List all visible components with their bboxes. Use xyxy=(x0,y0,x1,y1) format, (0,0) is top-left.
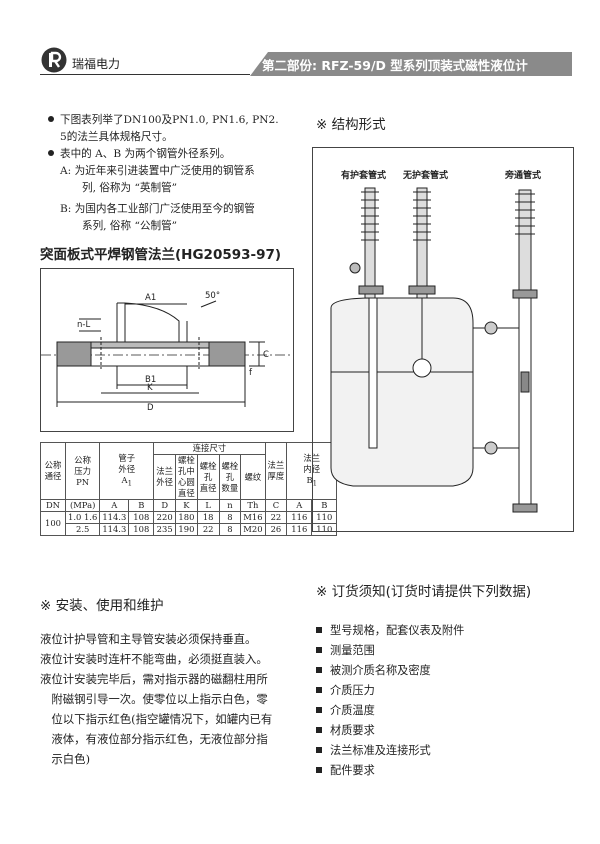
header-bar-notch xyxy=(250,52,268,76)
order-item: 测量范围 xyxy=(316,643,375,659)
series-a-line-2: 列, 俗称为 “英制管” xyxy=(82,182,178,194)
header-rule xyxy=(40,74,280,75)
header-title-bar xyxy=(250,52,572,76)
intro-bullet-1-cont: 5的法兰具体规格尺寸。 xyxy=(60,131,173,143)
order-item: 法兰标准及连接形式 xyxy=(316,743,431,759)
square-bullet-icon xyxy=(316,627,322,633)
order-section-title: ※ 订货须知(订货时请提供下列数据) xyxy=(316,584,532,600)
install-line-3: 液位计安装完毕后，需对指示器的磁翻柱用所 xyxy=(40,672,268,686)
order-item: 被测介质名称及密度 xyxy=(316,663,431,679)
page-title: 第二部份: RFZ-59/D 型系列顶装式磁性液位计 xyxy=(262,58,528,73)
install-section-title: ※ 安装、使用和维护 xyxy=(40,598,164,614)
series-a-line-1: A: 为近年来引进装置中广泛使用的钢管系 xyxy=(60,165,255,177)
dim-nl: n-L xyxy=(77,320,90,330)
order-item: 材质要求 xyxy=(316,723,375,739)
order-item: 介质温度 xyxy=(316,703,375,719)
square-bullet-icon xyxy=(316,687,322,693)
table-row: 100 1.0 1.6 114.3 108 220 180 18 8 M16 2… xyxy=(40,511,338,536)
square-bullet-icon xyxy=(316,707,322,713)
series-b-line-2: 系列, 俗称 “公制管” xyxy=(82,220,178,232)
square-bullet-icon xyxy=(316,767,322,773)
structure-section-title: ※ 结构形式 xyxy=(316,117,386,133)
install-line-4: 附磁钢引导一次。使零位以上指示白色，零 xyxy=(40,692,268,706)
install-line-5: 位以下指示红色(指空罐情况下，如罐内已有 xyxy=(40,712,273,726)
dim-c: C xyxy=(263,350,269,360)
dim-d: D xyxy=(147,403,154,413)
dim-angle: 50° xyxy=(205,291,220,301)
install-line-2: 液位计安装时连杆不能弯曲，必须挺直装入。 xyxy=(40,652,268,666)
table-row: 2.5 114.3 108 235 190 22 8 M20 26 116 11… xyxy=(41,523,338,536)
square-bullet-icon xyxy=(316,647,322,653)
square-bullet-icon xyxy=(316,667,322,673)
order-item: 介质压力 xyxy=(316,683,375,699)
dim-a1: A1 xyxy=(145,293,156,303)
square-bullet-icon xyxy=(316,747,322,753)
label-sheathed: 有护套管式 xyxy=(341,169,386,181)
structure-drawing-frame: 有护套管式 无护套管式 旁通管式 xyxy=(312,147,574,532)
bullet-dot-icon xyxy=(48,116,54,122)
label-unsheathed: 无护套管式 xyxy=(402,169,448,181)
label-bypass: 旁通管式 xyxy=(504,169,541,181)
intro-bullet-1: 下图表列举了DN100及PN1.0, PN1.6, PN2. xyxy=(48,112,279,129)
gauge-structure-drawing: 有护套管式 无护套管式 旁通管式 xyxy=(330,169,541,513)
flange-section-title: 突面板式平焊钢管法兰(HG20593-97) xyxy=(40,247,282,263)
flange-drawing-frame: A1 50° n-L C f B1 K D xyxy=(40,268,294,432)
square-bullet-icon xyxy=(316,727,322,733)
dim-k: K xyxy=(147,383,153,393)
order-item: 配件要求 xyxy=(316,763,375,779)
dim-f: f xyxy=(249,368,253,378)
series-b-line-1: B: 为国内各工业部门广泛使用至今的钢管 xyxy=(60,203,255,215)
install-line-7: 示白色) xyxy=(40,752,91,766)
brand-name: 瑞福电力 xyxy=(72,57,121,71)
install-line-1: 液位计护导管和主导管安装必须保持垂直。 xyxy=(40,632,257,646)
flange-drawing: A1 50° n-L C f B1 K D xyxy=(41,291,293,413)
company-logo xyxy=(40,46,68,78)
intro-bullet-2: 表中的 A、B 为两个钢管外径系列。 xyxy=(48,146,230,163)
order-item: 型号规格，配套仪表及附件 xyxy=(316,623,464,639)
install-line-6: 液体，有液位部分指示红色，无液位部分指 xyxy=(40,732,268,746)
bullet-dot-icon xyxy=(48,150,54,156)
dim-b1: B1 xyxy=(145,375,156,385)
